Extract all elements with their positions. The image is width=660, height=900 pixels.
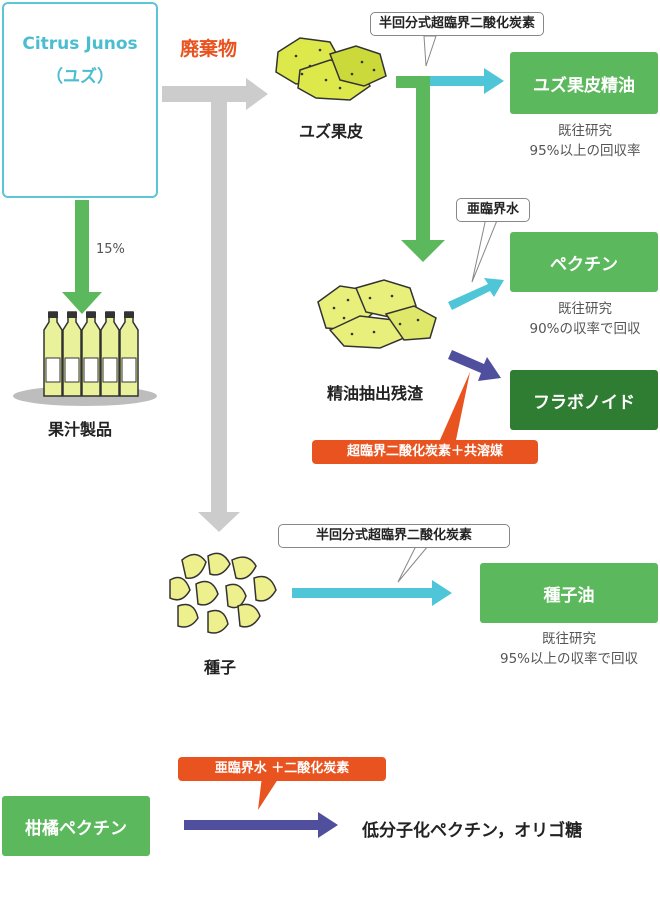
seed-label: 種子 — [203, 658, 236, 677]
pectin-box: ペクチン — [510, 232, 658, 292]
yuzu-name: Citrus Junos — [22, 34, 138, 54]
flavonoid-box: フラボノイド — [510, 370, 658, 430]
juice-percent: 15% — [96, 242, 125, 257]
residue-label: 精油抽出残渣 — [326, 384, 423, 403]
arrow-flavonoid — [448, 350, 501, 381]
arrow-seed-oil — [292, 580, 452, 606]
bottles-image — [13, 311, 157, 406]
flavonoid-method-bubble: 超臨界二酸化炭素＋共溶媒 — [312, 440, 538, 464]
residue-image — [317, 279, 437, 349]
arrow-pectin — [448, 278, 504, 310]
bubble-tail-citrus — [258, 776, 280, 810]
bubble-tail-flavonoid — [440, 372, 470, 440]
seed-method-bubble: 半回分式超臨界二酸化炭素 — [278, 524, 510, 548]
arrow-to-juice — [62, 200, 102, 314]
peel-label: ユズ果皮 — [298, 122, 363, 141]
seed-note-2: 95%以上の収率で回収 — [499, 651, 638, 667]
arrow-to-seed — [198, 86, 240, 532]
juice-label: 果汁製品 — [47, 420, 112, 439]
peel-method-bubble: 半回分式超臨界二酸化炭素 — [370, 12, 544, 36]
pectin-note-2: 90%の収率で回収 — [529, 321, 641, 337]
pectin-note-1: 既往研究 — [558, 301, 612, 317]
waste-label: 廃棄物 — [180, 38, 238, 60]
bubble-tail-seed — [397, 545, 430, 583]
arrow-to-residue — [396, 76, 445, 262]
peel-note-2: 95%以上の回収率 — [529, 143, 641, 159]
yuzu-source-box: Citrus Junos （ユズ） — [2, 2, 158, 198]
seeds-image — [169, 552, 277, 634]
peel-note-1: 既往研究 — [558, 123, 612, 139]
arrow-citrus-pectin — [184, 812, 338, 838]
citrus-pectin-box: 柑橘ペクチン — [2, 796, 150, 856]
citrus-pectin-method-bubble: 亜臨界水 ＋二酸化炭素 — [178, 757, 386, 781]
peel-oil-box: ユズ果皮精油 — [510, 52, 658, 114]
subcritical-water-bubble: 亜臨界水 — [456, 198, 530, 222]
citrus-pectin-result: 低分子化ペクチン，オリゴ糖 — [362, 821, 583, 841]
arrow-peel-oil — [396, 68, 504, 94]
yuzu-name-jp: （ユズ） — [46, 67, 114, 87]
seed-oil-box: 種子油 — [480, 563, 658, 623]
peel-image — [275, 37, 387, 101]
bubble-tail-peel — [423, 35, 437, 67]
bubble-tail-subcritical — [471, 217, 499, 283]
seed-note-1: 既往研究 — [542, 631, 596, 647]
